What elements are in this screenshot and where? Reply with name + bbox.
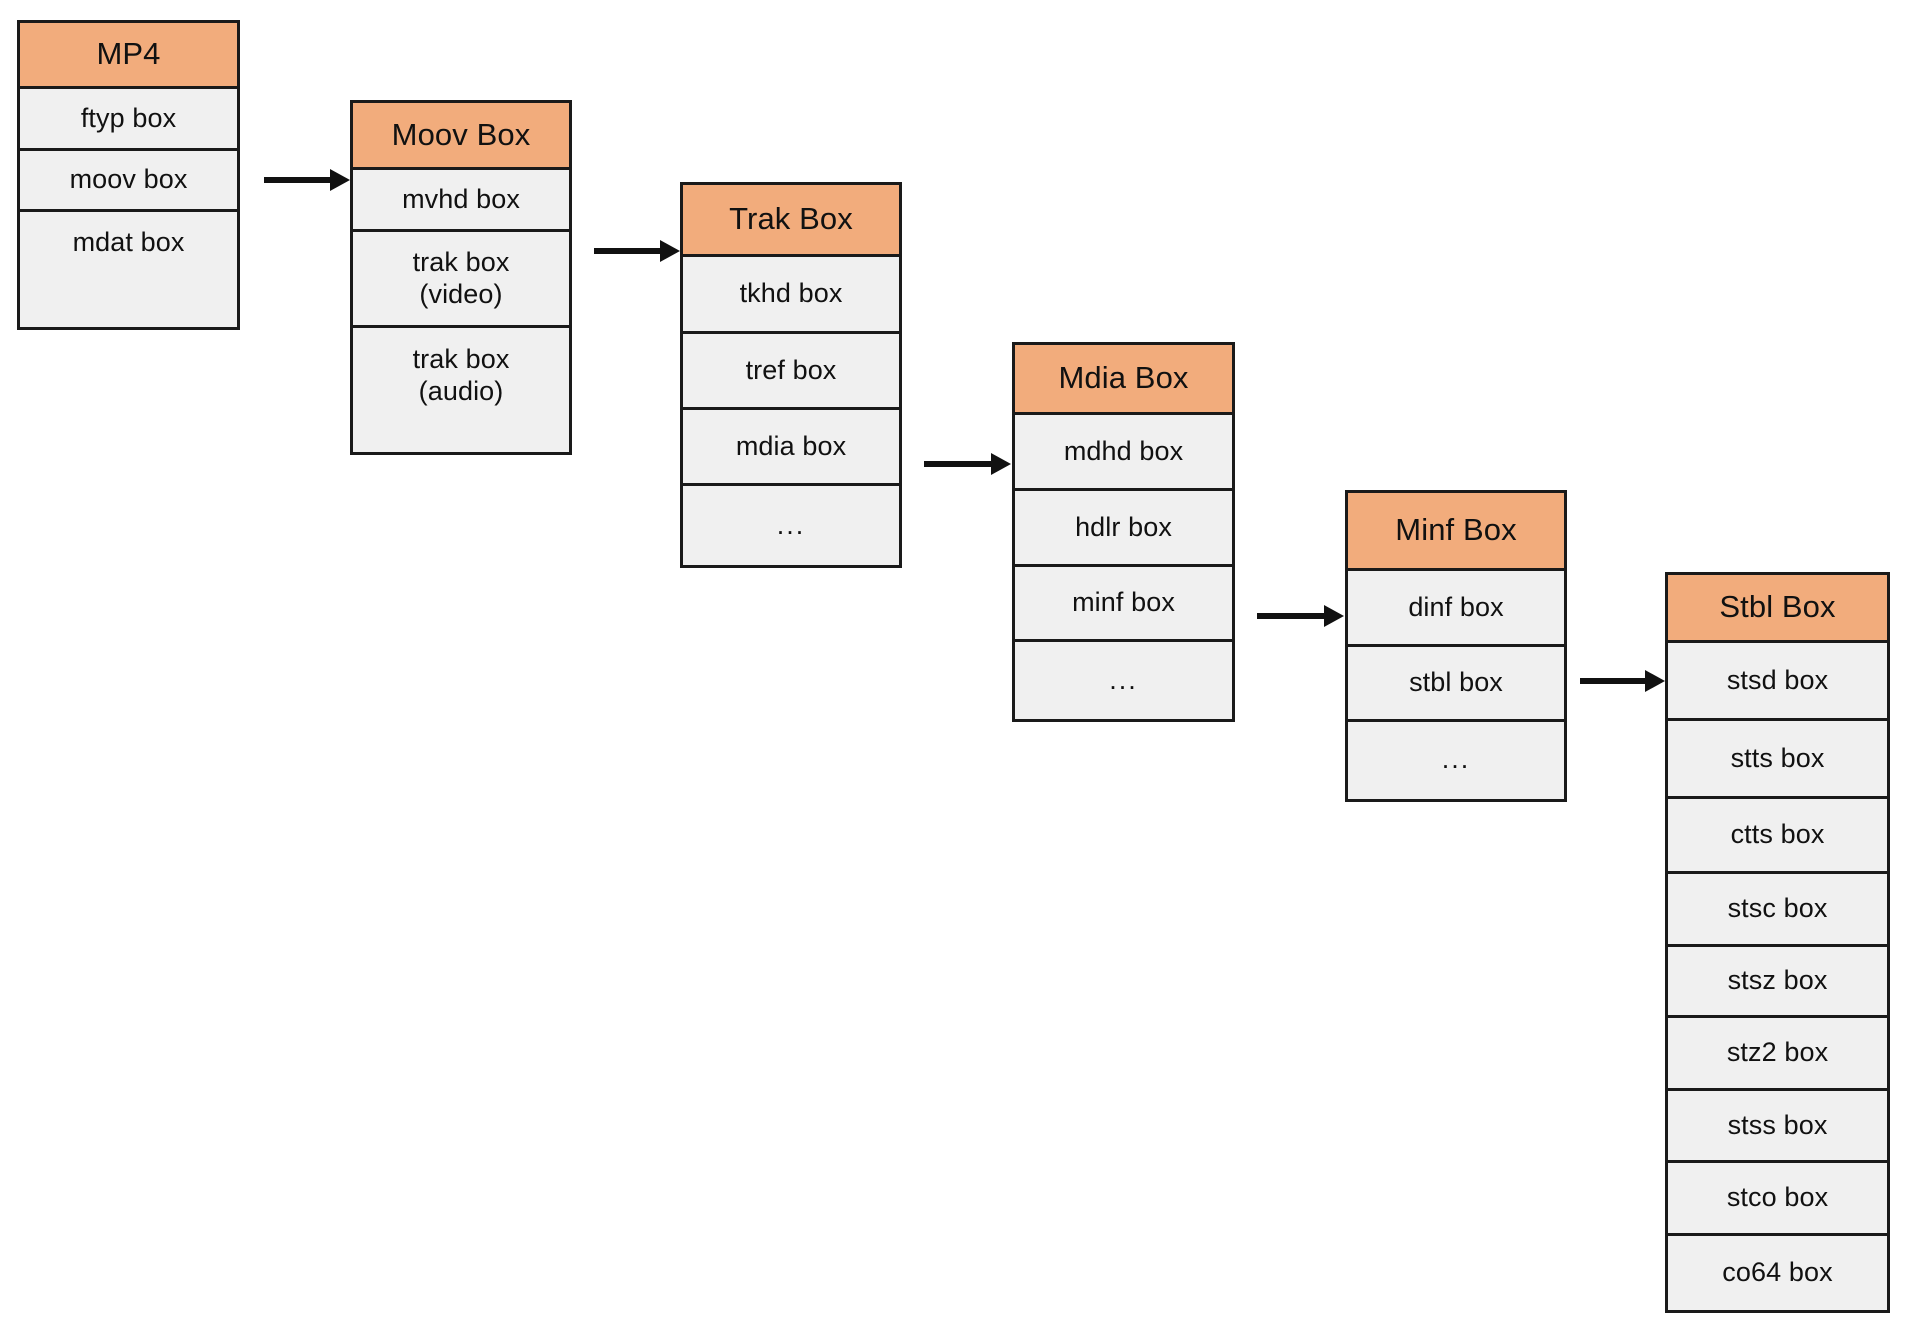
stack-stbl: Stbl Box stsd box stts box ctts box stsc… [1665, 572, 1890, 1313]
stack-mdia-header: Mdia Box [1015, 345, 1232, 415]
stack-mdia-row-mdhd: mdhd box [1015, 415, 1232, 491]
stack-stbl-row-stsz: stsz box [1668, 946, 1887, 1019]
stack-mp4-row-moov: moov box [20, 151, 237, 212]
stack-stbl-row-ctts: ctts box [1668, 799, 1887, 874]
stack-minf: Minf Box dinf box stbl box ... [1345, 490, 1567, 802]
arrow-moov-to-trak [594, 240, 680, 262]
stack-stbl-row-stsc: stsc box [1668, 873, 1887, 947]
stack-trak-row-tref: tref box [683, 334, 899, 410]
stack-mp4-row-ftyp: ftyp box [20, 89, 237, 151]
stack-mdia-row-hdlr: hdlr box [1015, 491, 1232, 567]
stack-moov-header: Moov Box [353, 103, 569, 170]
stack-trak-row-more: ... [683, 486, 899, 565]
stack-mp4-row-mdat: mdat box [20, 212, 237, 274]
stack-trak-row-tkhd: tkhd box [683, 257, 899, 334]
arrow-trak-to-mdia [924, 453, 1012, 475]
stack-trak-row-mdia: mdia box [683, 410, 899, 486]
stack-mdia-row-more: ... [1015, 642, 1232, 719]
stack-moov: Moov Box mvhd box trak box (video) trak … [350, 100, 572, 455]
stack-mp4: MP4 ftyp box moov box mdat box [17, 20, 240, 330]
stack-trak: Trak Box tkhd box tref box mdia box ... [680, 182, 902, 568]
stack-stbl-row-stts: stts box [1668, 720, 1887, 800]
stack-mp4-header: MP4 [20, 23, 237, 89]
stack-minf-row-dinf: dinf box [1348, 571, 1564, 647]
stack-minf-row-more: ... [1348, 721, 1564, 799]
stack-moov-row-trak-audio: trak box (audio) [353, 328, 569, 424]
stack-stbl-row-stss: stss box [1668, 1090, 1887, 1164]
stack-stbl-row-stz2: stz2 box [1668, 1018, 1887, 1091]
stack-minf-row-stbl: stbl box [1348, 647, 1564, 722]
stack-stbl-row-stsd: stsd box [1668, 643, 1887, 721]
stack-moov-row-trak-video: trak box (video) [353, 232, 569, 328]
stack-trak-header: Trak Box [683, 185, 899, 257]
stack-mdia-row-minf: minf box [1015, 567, 1232, 642]
stack-minf-header: Minf Box [1348, 493, 1564, 572]
stack-stbl-row-stco: stco box [1668, 1163, 1887, 1236]
stack-moov-row-mvhd: mvhd box [353, 170, 569, 232]
arrow-minf-to-stbl [1580, 670, 1666, 692]
arrow-mdia-to-minf [1257, 605, 1345, 627]
stack-stbl-row-co64: co64 box [1668, 1235, 1887, 1310]
stack-mdia: Mdia Box mdhd box hdlr box minf box ... [1012, 342, 1235, 722]
arrow-mp4-to-moov [264, 169, 350, 191]
stack-stbl-header: Stbl Box [1668, 575, 1887, 644]
